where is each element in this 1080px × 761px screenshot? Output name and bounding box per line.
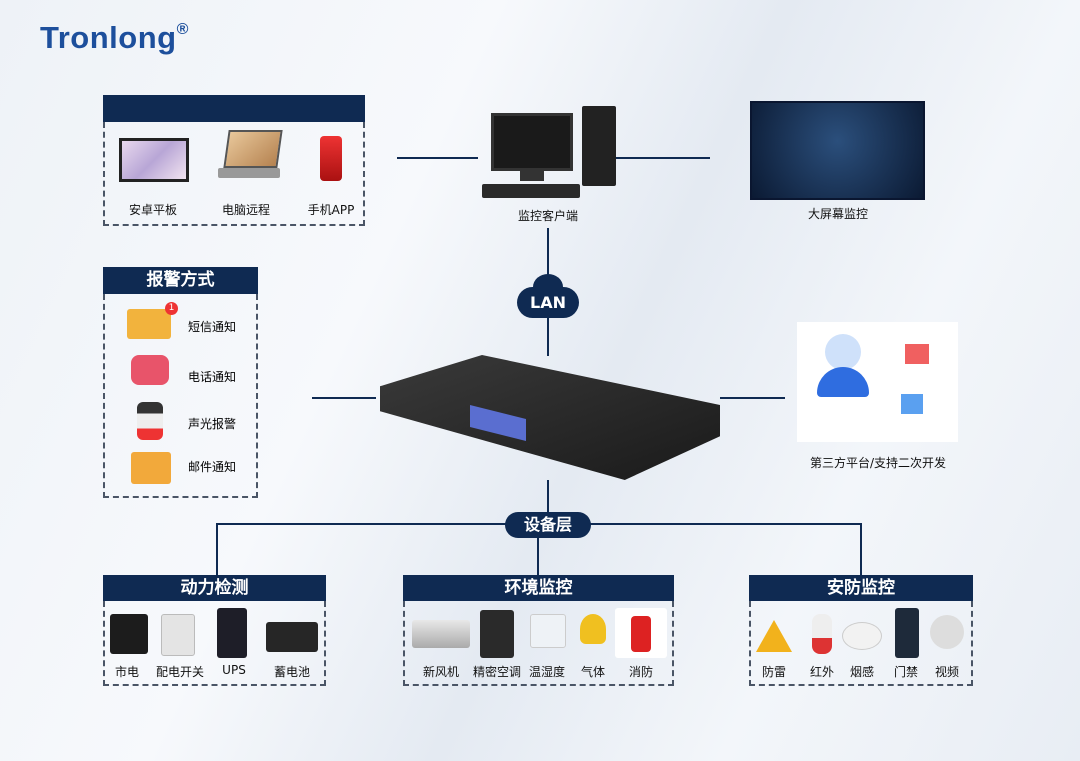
distribution-switch-icon (161, 614, 195, 656)
item-label: 消防 (628, 665, 654, 679)
precision-ac-icon (480, 610, 514, 658)
power-header: 动力检测 (103, 575, 326, 601)
item-label: 气体 (580, 665, 606, 679)
item-label: 防雷 (761, 665, 787, 679)
keyboard-icon (482, 184, 580, 198)
item-label: 电脑远程 (221, 203, 271, 217)
ups-icon (217, 608, 247, 658)
third-party-label: 第三方平台/支持二次开发 (809, 456, 947, 470)
env-header: 环境监控 (403, 575, 674, 601)
infrared-sensor-icon (812, 614, 832, 654)
connector-line (537, 523, 539, 576)
battery-icon (266, 622, 318, 652)
fire-hydrant-icon (615, 608, 667, 658)
video-camera-icon (930, 615, 964, 649)
alarm-header: 报警方式 (103, 267, 258, 294)
item-label: 门禁 (893, 665, 919, 679)
laptop-icon (223, 130, 283, 168)
env-box (403, 601, 674, 686)
temp-humidity-sensor-icon (530, 614, 566, 648)
mains-power-icon (110, 614, 148, 654)
alarm-item-label: 电话通知 (188, 370, 237, 384)
gas-detector-icon (580, 614, 606, 644)
third-party-platform-image (797, 322, 958, 442)
connector-line (397, 157, 478, 159)
security-header: 安防监控 (749, 575, 973, 601)
client-label: 监控客户端 (517, 209, 579, 223)
item-label: 蓄电池 (273, 665, 311, 679)
tablet-icon (119, 138, 189, 182)
connector-line (616, 157, 710, 159)
remote-access-header (103, 95, 365, 122)
item-label: 红外 (809, 665, 835, 679)
connector-line (216, 523, 218, 576)
lightning-protection-icon (756, 620, 792, 652)
item-label: 安卓平板 (128, 203, 178, 217)
alarm-box (103, 294, 258, 498)
device-layer-label: 设备层 (505, 512, 591, 538)
notification-badge: 1 (165, 302, 178, 315)
item-label: 温湿度 (528, 665, 566, 679)
connector-line (720, 397, 785, 399)
connector-line (547, 480, 549, 524)
phone-call-icon (131, 355, 169, 385)
item-label: 精密空调 (472, 665, 522, 679)
big-screen-label: 大屏幕监控 (807, 207, 869, 221)
item-label: 手机APP (307, 203, 355, 217)
siren-icon (137, 402, 163, 440)
email-icon (131, 452, 171, 484)
remote-access-box (103, 122, 365, 226)
item-label: 配电开关 (155, 665, 205, 679)
sms-icon (127, 309, 171, 339)
alarm-item-label: 声光报警 (188, 417, 237, 431)
alarm-item-label: 邮件通知 (188, 460, 237, 474)
access-control-icon (895, 608, 919, 658)
monitoring-host-device (380, 355, 720, 480)
big-screen-dashboard-image (750, 101, 925, 200)
smoke-detector-icon (842, 622, 882, 650)
monitor-stand (520, 171, 544, 181)
item-label: 新风机 (422, 665, 460, 679)
laptop-base (218, 168, 280, 178)
phone-icon (320, 136, 342, 181)
power-box (103, 601, 326, 686)
fresh-air-unit-icon (412, 620, 470, 648)
item-label: 烟感 (849, 665, 875, 679)
connector-line (312, 397, 376, 399)
tronlong-logo: Tronlong® (40, 20, 189, 55)
item-label: 视频 (934, 665, 960, 679)
pc-tower-icon (582, 106, 616, 186)
security-box (749, 601, 973, 686)
monitor-icon (491, 113, 573, 171)
lan-cloud: LAN (517, 287, 579, 318)
item-label: UPS (222, 663, 246, 677)
alarm-item-label: 短信通知 (188, 320, 237, 334)
item-label: 市电 (114, 665, 140, 679)
connector-line (860, 523, 862, 576)
